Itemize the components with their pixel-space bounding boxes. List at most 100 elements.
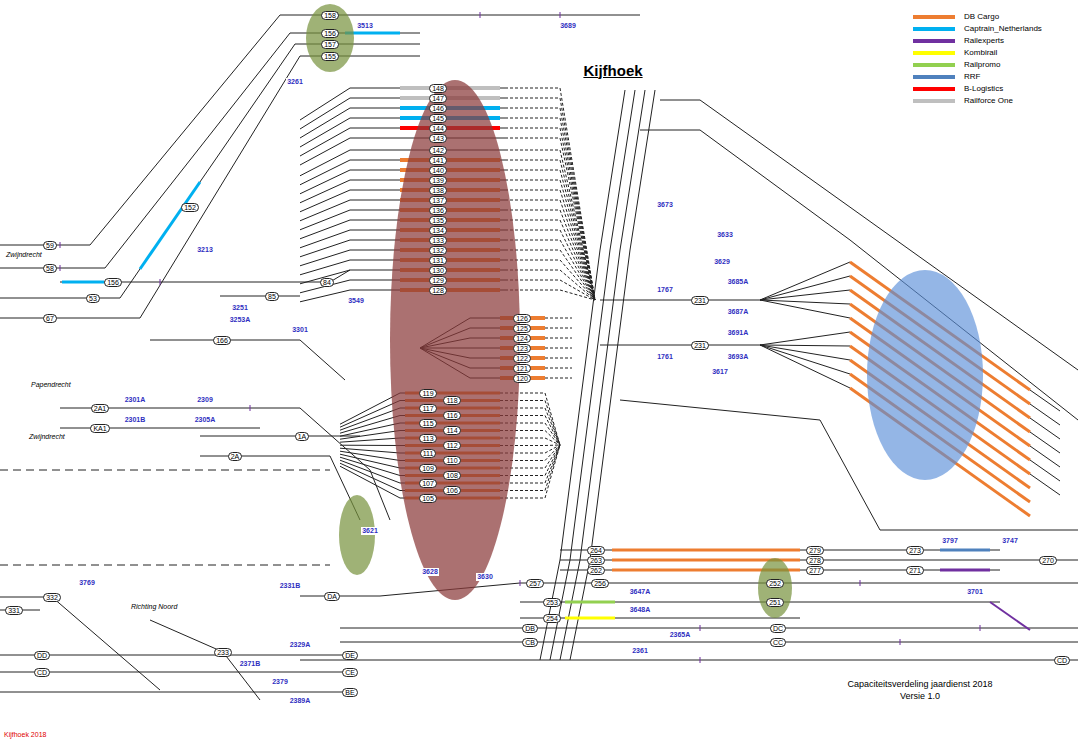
signal-mark [900, 639, 901, 645]
track-line [340, 642, 1078, 643]
legend-swatch [913, 99, 955, 103]
signal-mark [700, 625, 701, 631]
track-number-text: 134 [432, 227, 444, 234]
track-number-text: 135 [432, 217, 444, 224]
track-number-text: 59 [46, 242, 54, 249]
legend-swatch [913, 75, 955, 79]
track-number: 53 [86, 294, 100, 303]
signal-mark [700, 657, 701, 663]
track-number-text: DE [345, 652, 355, 659]
track-line [640, 130, 1078, 420]
legend-text: RRF [964, 72, 980, 82]
track-number-text: DB [525, 625, 535, 632]
signal-mark [560, 12, 561, 18]
track-line [200, 436, 360, 437]
track-section-number: 3647A [629, 588, 652, 596]
track-number-text: CC [773, 639, 783, 646]
signal-mark [980, 625, 981, 631]
track-line [760, 262, 850, 300]
track-line [545, 328, 572, 329]
track-number: 157 [321, 40, 339, 49]
track-number-text: 156 [107, 279, 119, 286]
legend-item: Kombirail [913, 47, 1042, 59]
track-number-text: 137 [432, 197, 444, 204]
track-number: 133 [429, 236, 447, 245]
drawing-id: Kijfhoek 2018 [3, 731, 47, 739]
track-number: 125 [513, 324, 531, 333]
track-line [300, 660, 1078, 661]
track-number-text: KA1 [93, 425, 106, 432]
track-number: 270 [1039, 556, 1057, 565]
track-line [660, 100, 1078, 370]
track-number: 145 [429, 114, 447, 123]
track-section-number: 3513 [356, 22, 374, 30]
track-number-text: 130 [432, 267, 444, 274]
track-number-text: 112 [446, 442, 457, 449]
track-number: 331 [5, 606, 23, 615]
track-number-text: 152 [184, 204, 196, 211]
track-number-text: 2A [231, 453, 240, 460]
track-section-number: 3629 [713, 258, 731, 266]
track-line [545, 348, 572, 349]
track-line [540, 90, 625, 660]
legend-text: Captrain_Netherlands [964, 24, 1042, 34]
track-section-number: 2361 [631, 647, 649, 655]
legend-text: DB Cargo [964, 12, 999, 22]
track-section-number: 2309 [196, 396, 214, 404]
track-number-text: 67 [46, 315, 54, 322]
track-line [505, 138, 595, 300]
track-number-text: 85 [268, 293, 276, 300]
track-number: 106 [443, 486, 461, 495]
track-number-text: 141 [432, 157, 444, 164]
diagram-title: Kijfhoek [583, 62, 642, 79]
track-number: 277 [806, 566, 824, 575]
track-section-number: 3628 [421, 568, 439, 576]
legend-item: B-Logistics [913, 83, 1042, 95]
allocated-track [565, 617, 615, 620]
track-number: 278 [806, 556, 824, 565]
signal-mark [60, 265, 61, 271]
track-number: DC [770, 624, 786, 633]
track-number: CC [770, 638, 786, 647]
track-number: CD [1054, 656, 1070, 665]
track-line [760, 345, 850, 346]
track-number: 253 [543, 598, 561, 607]
track-number: 111 [420, 449, 437, 458]
track-line [505, 108, 595, 300]
track-section-number: 3213 [196, 246, 214, 254]
track-line [760, 345, 850, 388]
area-boundary [0, 565, 330, 566]
track-line [550, 90, 635, 660]
track-number: 121 [513, 364, 531, 373]
track-number: 273 [906, 546, 924, 555]
legend-item: RRF [913, 71, 1042, 83]
track-number: 84 [320, 278, 334, 287]
place-name: Papendrecht [30, 381, 72, 389]
track-number: 262 [587, 566, 605, 575]
allocated-track [62, 281, 104, 284]
track-line [505, 128, 595, 300]
legend-text: Railexperts [964, 36, 1004, 46]
track-number: 279 [806, 546, 824, 555]
legend-text: B-Logistics [964, 84, 1003, 94]
track-number-text: 254 [546, 615, 558, 622]
track-line [600, 345, 760, 346]
track-number-text: 126 [516, 315, 528, 322]
highlight-area [867, 270, 983, 480]
track-number: 148 [429, 84, 447, 93]
track-number-text: 120 [516, 375, 528, 382]
track-section-number: 2301B [124, 416, 147, 424]
track-number: 139 [429, 176, 447, 185]
track-section-number: 3617 [711, 368, 729, 376]
track-number: 141 [429, 156, 447, 165]
legend-swatch [913, 39, 955, 43]
track-number: 105 [419, 494, 437, 503]
legend-item: Railpromo [913, 59, 1042, 71]
track-line [520, 618, 800, 619]
track-number: 136 [429, 206, 447, 215]
track-number: 257 [526, 579, 544, 588]
track-section-number: 3673 [656, 201, 674, 209]
track-number-text: 231 [694, 342, 706, 349]
track-section-number: 2365A [669, 631, 692, 639]
